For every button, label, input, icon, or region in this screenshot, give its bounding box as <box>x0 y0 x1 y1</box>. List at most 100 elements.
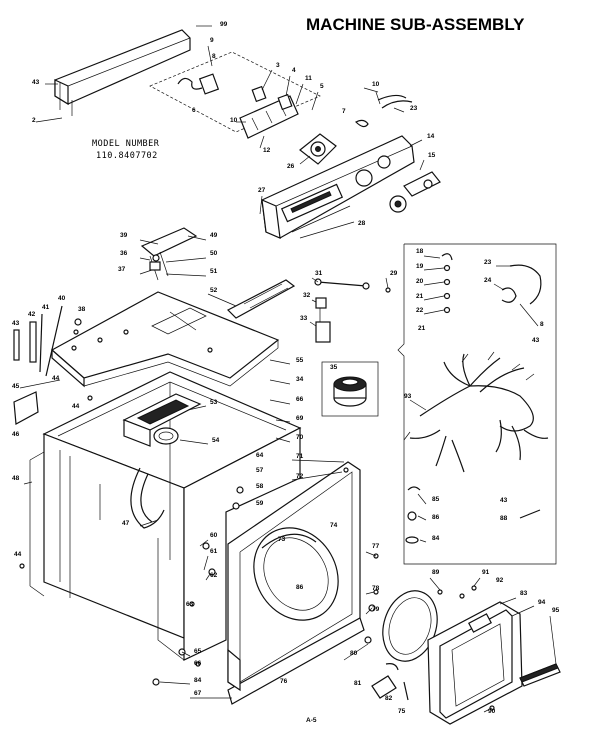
callout-number: 82 <box>385 695 393 702</box>
callout-number: 33 <box>300 315 308 322</box>
callout-number: 31 <box>315 270 323 277</box>
callout-number: 48 <box>12 475 20 482</box>
callout-number: 43 <box>12 320 20 327</box>
callout-number: 65 <box>194 648 202 655</box>
callout-number: 61 <box>210 548 218 555</box>
callout-number: 86 <box>432 514 440 521</box>
callout-number: 21 <box>418 325 426 332</box>
console-panel <box>259 91 441 239</box>
callout-number: 23 <box>484 259 492 266</box>
callout-number: 41 <box>42 304 50 311</box>
door <box>427 585 523 725</box>
callout-number: 93 <box>404 393 412 400</box>
callout-number: 43 <box>532 337 540 344</box>
callout-number: 44 <box>52 375 60 382</box>
kick-panel <box>227 617 365 705</box>
blower-wheel-inset <box>321 361 379 417</box>
callout-number: 4 <box>292 67 296 74</box>
callout-number: 63 <box>186 601 194 608</box>
callout-number: 19 <box>416 263 424 270</box>
callout-number: 62 <box>210 572 218 579</box>
callout-number: 45 <box>12 383 20 390</box>
callout-number: 23 <box>410 105 418 112</box>
callout-number: 75 <box>398 708 406 715</box>
callout-number: 38 <box>78 306 86 313</box>
callout-number: 27 <box>258 187 266 194</box>
callout-number: 6 <box>192 107 196 114</box>
callout-number: 58 <box>256 483 264 490</box>
callout-number: 21 <box>416 293 424 300</box>
callout-number: 81 <box>354 680 362 687</box>
callout-number: 52 <box>210 287 218 294</box>
cabinet-screws <box>19 486 244 686</box>
callout-number: 10 <box>372 81 380 88</box>
callout-number: 44 <box>14 551 22 558</box>
callout-number: 36 <box>120 250 128 257</box>
callout-number: 66 <box>194 660 202 667</box>
callout-number: 8 <box>212 53 216 60</box>
callout-number: 22 <box>416 307 424 314</box>
callout-number: 59 <box>256 500 264 507</box>
callout-number: 11 <box>305 75 312 82</box>
callout-number: 32 <box>303 292 311 299</box>
callout-number: 42 <box>28 311 36 318</box>
callout-number: 26 <box>287 163 295 170</box>
callout-number: 70 <box>296 434 304 441</box>
callout-number: 54 <box>212 437 220 444</box>
callout-number: 53 <box>210 399 218 406</box>
callout-number: 43 <box>500 497 508 504</box>
callout-number: 85 <box>432 496 440 503</box>
callout-number: 72 <box>296 473 304 480</box>
callout-number: 83 <box>520 590 528 597</box>
callout-number: 5 <box>320 83 324 90</box>
callout-number: 57 <box>256 467 264 474</box>
left-side-hardware <box>13 305 93 425</box>
callout-number: 10 <box>230 117 238 124</box>
diagram-title: MACHINE SUB-ASSEMBLY <box>306 15 525 34</box>
callout-number: 46 <box>12 431 20 438</box>
callout-number: 37 <box>118 266 126 273</box>
callout-number: 86 <box>296 584 304 591</box>
callout-number: 18 <box>416 248 424 255</box>
door-handle-strip <box>519 663 561 687</box>
callout-number: 89 <box>432 569 440 576</box>
heater-duct <box>122 393 202 447</box>
callout-number: 14 <box>427 133 435 140</box>
callout-number: 9 <box>210 37 214 44</box>
callout-number: 95 <box>552 607 560 614</box>
callout-number: 66 <box>296 396 304 403</box>
callout-number: 15 <box>428 152 436 159</box>
callout-number: 24 <box>484 277 492 284</box>
cabinet <box>29 371 302 661</box>
callout-number: 67 <box>194 690 202 697</box>
callout-number: 94 <box>538 599 546 606</box>
callout-number: 90 <box>488 708 496 715</box>
callout-number: 28 <box>358 220 366 227</box>
callout-number: 2 <box>32 117 36 124</box>
callout-number: 76 <box>280 678 288 685</box>
callout-number: 47 <box>122 520 130 527</box>
callout-number: 49 <box>210 232 218 239</box>
rear-trim-bar <box>35 25 212 123</box>
callout-number: 3 <box>276 62 280 69</box>
control-mount-plate <box>149 51 321 133</box>
callout-number: 78 <box>372 585 380 592</box>
callout-number: 84 <box>194 677 202 684</box>
page-label: A-5 <box>306 717 317 724</box>
callout-number: 60 <box>210 532 218 539</box>
thermostat-group <box>314 278 391 343</box>
callout-number: 7 <box>342 108 346 115</box>
door-gasket <box>382 590 438 662</box>
callout-number: 51 <box>210 268 218 275</box>
callout-number: 73 <box>278 536 286 543</box>
callout-number: 64 <box>256 452 264 459</box>
callout-number: 99 <box>220 21 228 28</box>
callout-number: 44 <box>72 403 80 410</box>
callout-number: 35 <box>330 364 338 371</box>
lint-filter-handle <box>226 279 296 319</box>
callout-number: 55 <box>296 357 304 364</box>
model-number-value: 110.8407702 <box>96 151 158 161</box>
model-number-label: MODEL NUMBER <box>92 139 160 149</box>
